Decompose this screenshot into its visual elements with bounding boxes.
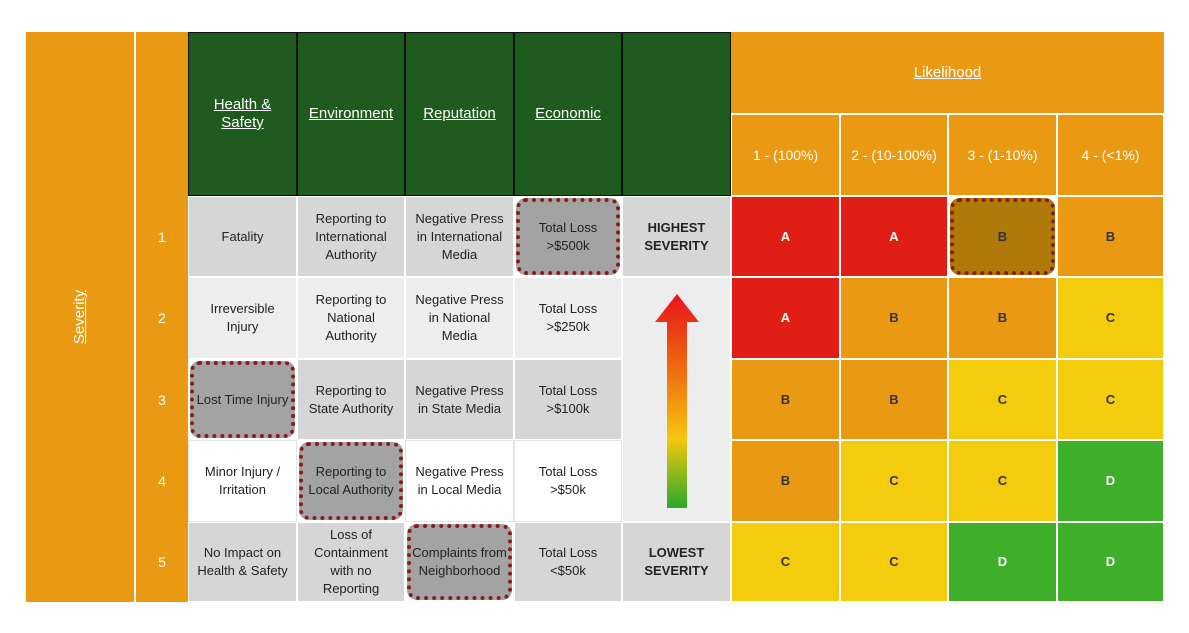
cell-reputation-2: Negative Press in National Media <box>405 277 514 359</box>
severity-arrow-area <box>622 277 731 522</box>
risk-cell-2-2: B <box>840 277 948 359</box>
severity-label: Severity <box>71 289 88 345</box>
cell-health-safety-2: Irreversible Injury <box>188 277 297 359</box>
cell-environment-4: Reporting to Local Authority <box>299 442 403 520</box>
risk-cell-3-2: B <box>840 359 948 440</box>
cell-environment-5: Loss of Containment with no Reporting <box>297 522 405 602</box>
row-number-1: 1 <box>134 196 188 277</box>
header-blank <box>622 32 731 196</box>
risk-cell-2-1: A <box>731 277 840 359</box>
risk-cell-5-2: C <box>840 522 948 602</box>
cell-health-safety-4: Minor Injury / Irritation <box>188 440 297 522</box>
cell-health-safety-1: Fatality <box>188 196 297 277</box>
cell-environment-2: Reporting to National Authority <box>297 277 405 359</box>
row-number-4: 4 <box>134 440 188 522</box>
cell-economic-5: Total Loss <$50k <box>514 522 622 602</box>
cell-environment-1: Reporting to International Authority <box>297 196 405 277</box>
cell-economic-1: Total Loss >$500k <box>516 198 620 275</box>
lowest-severity-label: LOWEST SEVERITY <box>622 522 731 602</box>
risk-cell-4-2: C <box>840 440 948 522</box>
risk-cell-1-1: A <box>731 196 840 277</box>
likelihood-col-4: 4 - (<1%) <box>1057 114 1164 196</box>
likelihood-col-3: 3 - (1-10%) <box>948 114 1057 196</box>
cell-reputation-3: Negative Press in State Media <box>405 359 514 440</box>
risk-cell-4-3: C <box>948 440 1057 522</box>
risk-cell-3-3: C <box>948 359 1057 440</box>
risk-cell-5-1: C <box>731 522 840 602</box>
risk-cell-4-4: D <box>1057 440 1164 522</box>
cell-environment-3: Reporting to State Authority <box>297 359 405 440</box>
risk-cell-1-3: B <box>950 198 1055 275</box>
risk-cell-3-4: C <box>1057 359 1164 440</box>
risk-cell-1-2: A <box>840 196 948 277</box>
cell-health-safety-3: Lost Time Injury <box>190 361 295 438</box>
row-number-5: 5 <box>134 522 188 602</box>
header-economic: Economic <box>514 32 622 196</box>
row-number-2: 2 <box>134 277 188 359</box>
severity-axis-label: Severity <box>26 32 134 602</box>
risk-cell-2-3: B <box>948 277 1057 359</box>
likelihood-col-2: 2 - (10-100%) <box>840 114 948 196</box>
cell-reputation-1: Negative Press in International Media <box>405 196 514 277</box>
header-reputation: Reputation <box>405 32 514 196</box>
likelihood-col-1: 1 - (100%) <box>731 114 840 196</box>
risk-cell-5-3: D <box>948 522 1057 602</box>
highest-severity-label: HIGHEST SEVERITY <box>622 196 731 277</box>
risk-cell-4-1: B <box>731 440 840 522</box>
risk-cell-5-4: D <box>1057 522 1164 602</box>
header-environment: Environment <box>297 32 405 196</box>
severity-arrow-icon <box>654 293 699 508</box>
risk-cell-1-4: B <box>1057 196 1164 277</box>
cell-economic-2: Total Loss >$250k <box>514 277 622 359</box>
row-number-header <box>134 32 188 196</box>
risk-cell-2-4: C <box>1057 277 1164 359</box>
risk-cell-3-1: B <box>731 359 840 440</box>
cell-health-safety-5: No Impact on Health & Safety <box>188 522 297 602</box>
cell-economic-4: Total Loss >$50k <box>514 440 622 522</box>
cell-reputation-4: Negative Press in Local Media <box>405 440 514 522</box>
likelihood-header: Likelihood <box>731 32 1164 114</box>
cell-reputation-5: Complaints from Neighborhood <box>407 524 512 600</box>
row-number-3: 3 <box>134 359 188 440</box>
header-health-safety: Health & Safety <box>188 32 297 196</box>
cell-economic-3: Total Loss >$100k <box>514 359 622 440</box>
